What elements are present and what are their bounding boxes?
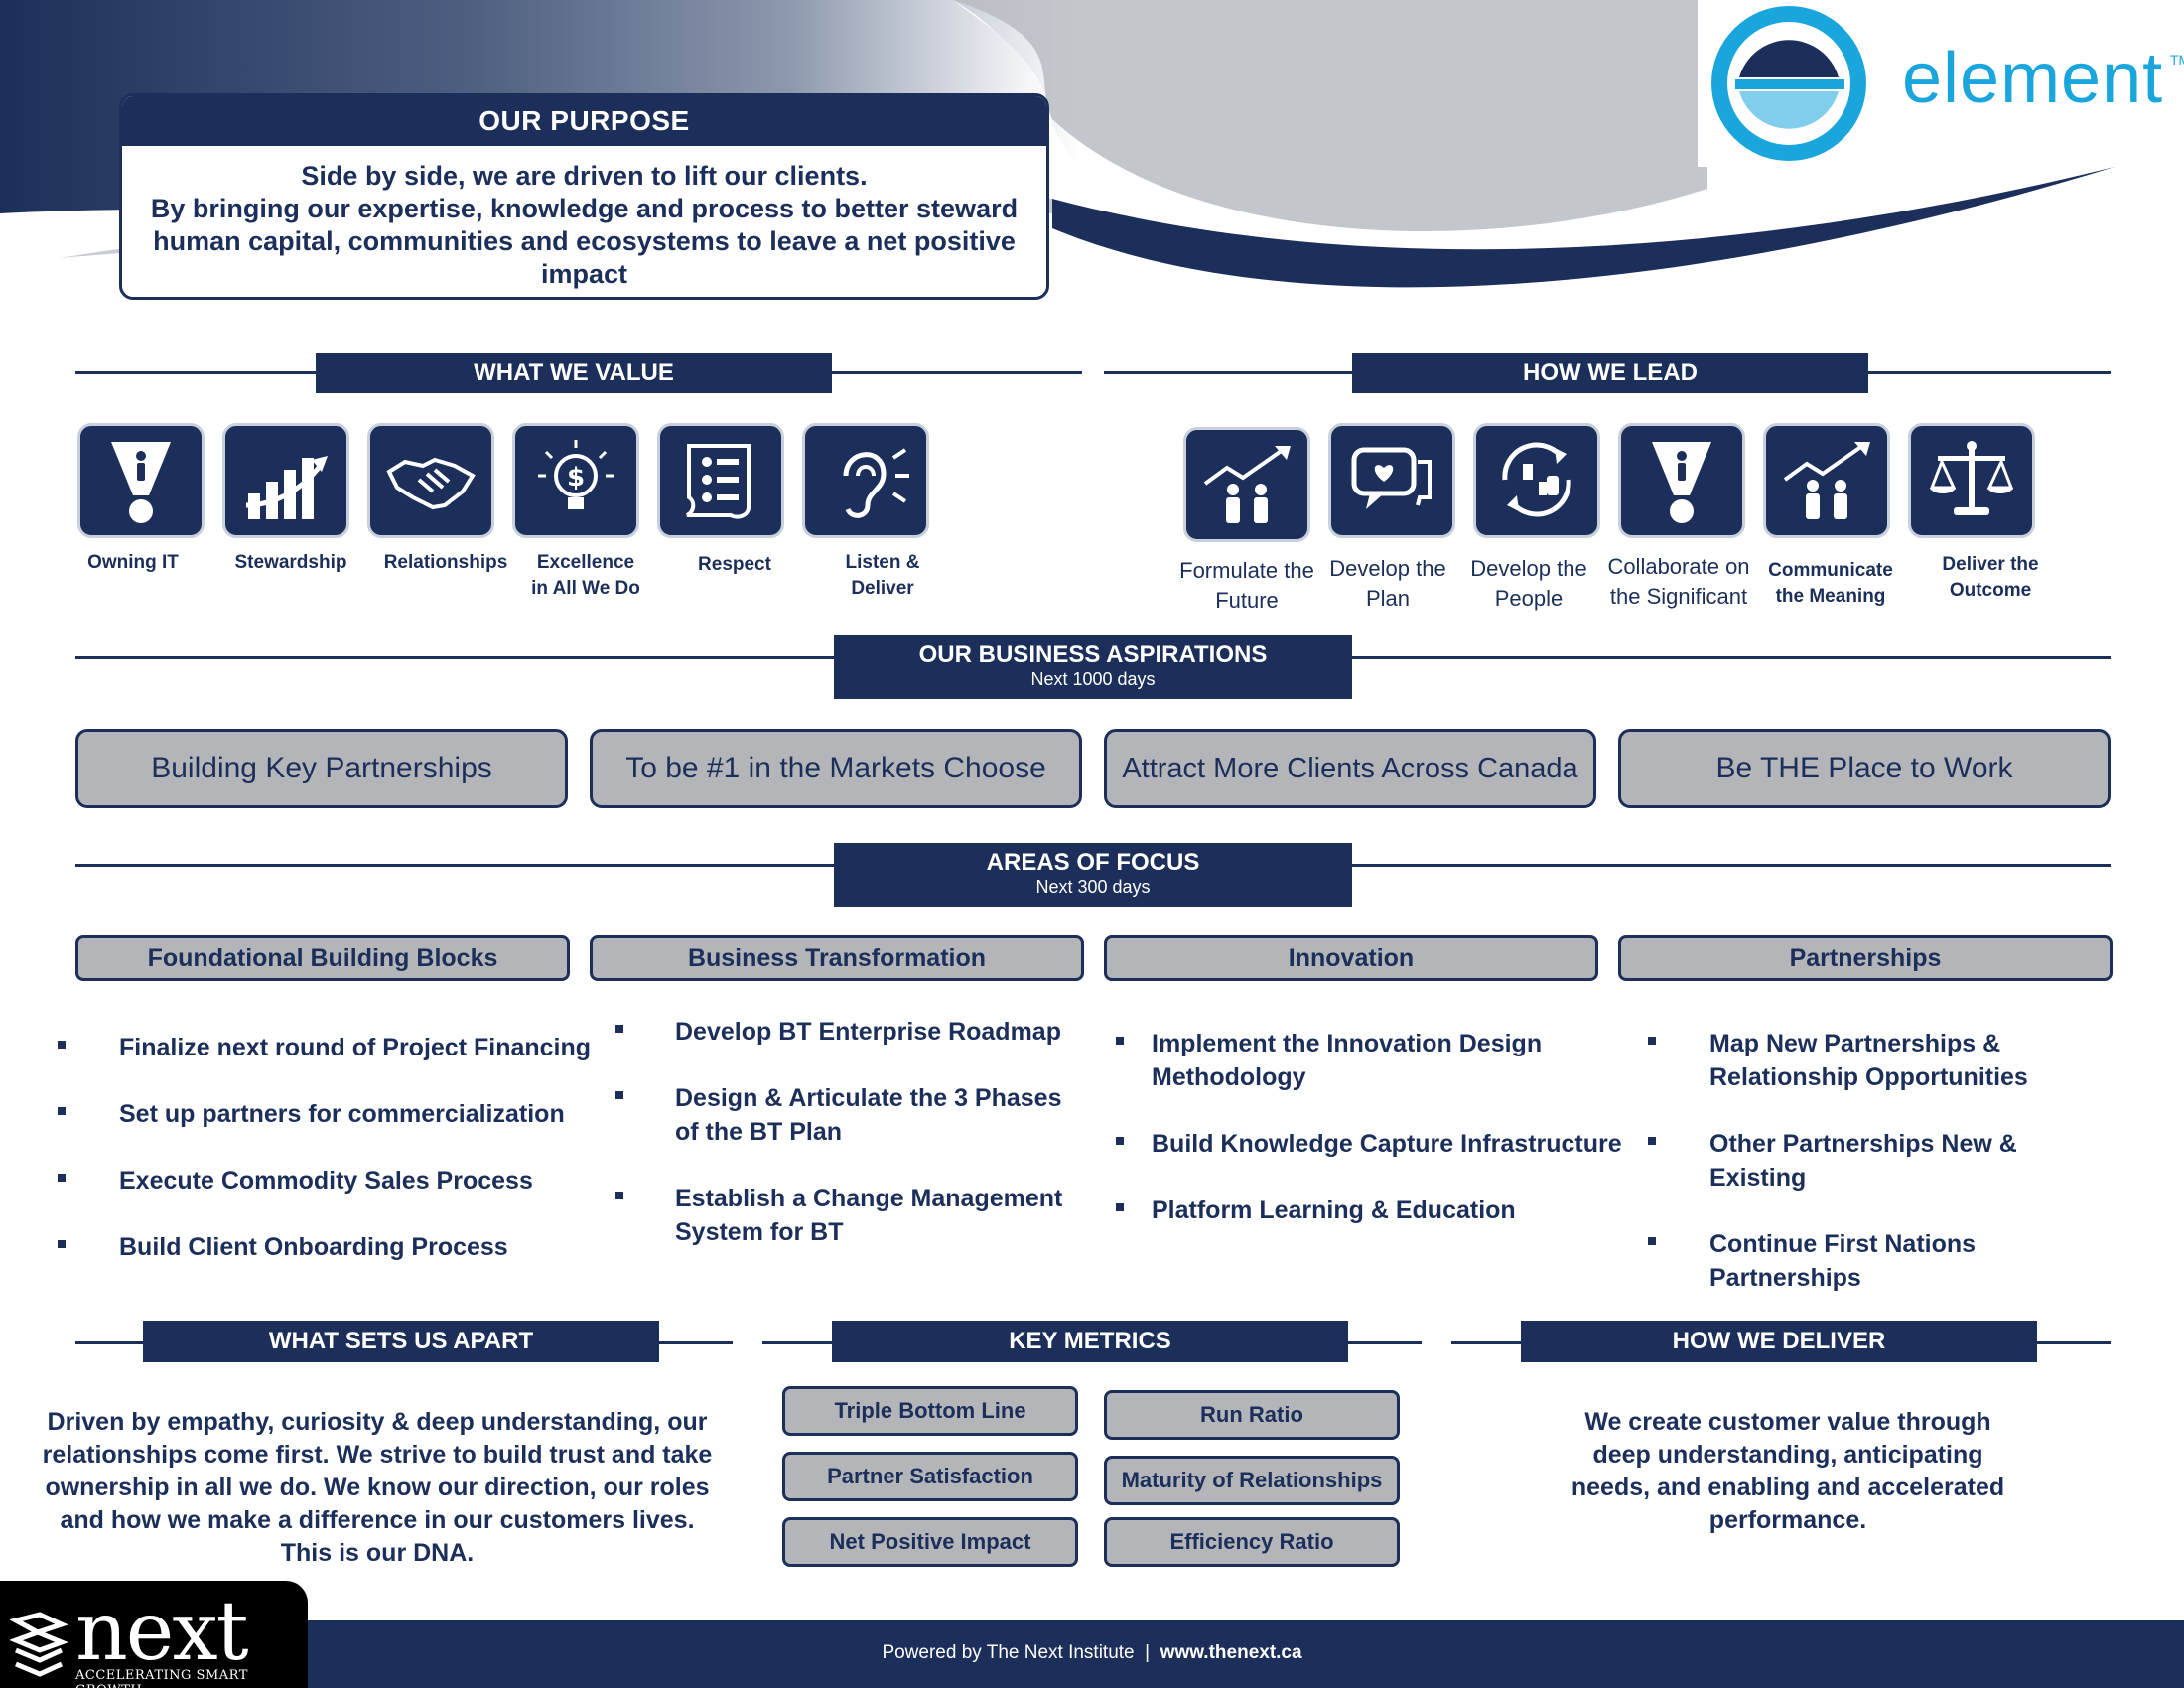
aspiration-attract-clients: Attract More Clients Across Canada: [1104, 729, 1596, 808]
purpose-text: Side by side, we are driven to lift our …: [122, 146, 1046, 291]
metric-net-positive-impact: Net Positive Impact: [782, 1517, 1078, 1567]
value-label-respect: Respect: [698, 554, 771, 575]
element-logo-tm: TM: [2170, 52, 2184, 68]
list-item: Set up partners for commercialization: [56, 1097, 592, 1131]
list-item: Build Knowledge Capture Infrastructure: [1114, 1127, 1630, 1161]
focus-list-innovation: Implement the Innovation Design Methodol…: [1114, 1027, 1630, 1260]
list-item: Platform Learning & Education: [1114, 1194, 1630, 1227]
lead-label-communicate: Communicate the Meaning: [1768, 560, 1893, 607]
focus-head-foundational: Foundational Building Blocks: [75, 935, 570, 981]
list-item: Implement the Innovation Design Methodol…: [1114, 1027, 1630, 1094]
list-item: Build Client Onboarding Process: [56, 1230, 592, 1264]
metrics-title: KEY METRICS: [832, 1321, 1348, 1362]
value-tile-listen-deliver: [802, 423, 929, 538]
focus-list-business-transformation: Develop BT Enterprise Roadmap Design & A…: [614, 1015, 1080, 1282]
deliver-text: We create customer value through deep un…: [1570, 1408, 2005, 1534]
purpose-title: OUR PURPOSE: [122, 96, 1046, 146]
list-item: Design & Articulate the 3 Phases of the …: [614, 1081, 1080, 1149]
people-trend-icon: [1203, 446, 1291, 523]
list-item: Establish a Change Management System for…: [614, 1182, 1080, 1249]
list-item: Map New Partnerships & Relationship Oppo…: [1646, 1027, 2113, 1094]
list-item: Continue First Nations Partnerships: [1646, 1227, 2113, 1295]
speech-heart-icon: [1351, 447, 1432, 509]
footer-text: Powered by The Next Institute | www.then…: [0, 1642, 2184, 1664]
aspirations-subtitle: Next 1000 days: [1030, 669, 1156, 689]
footer-url-link[interactable]: www.thenext.ca: [1160, 1642, 1302, 1663]
deliver-title: HOW WE DELIVER: [1521, 1321, 2037, 1362]
growth-chart-icon: [245, 456, 328, 519]
footer-powered: Powered by The Next Institute: [882, 1642, 1135, 1663]
scroll-list-icon: [685, 444, 751, 519]
aspiration-building-partnerships: Building Key Partnerships: [75, 729, 568, 808]
lead-tile-develop-plan: [1328, 423, 1455, 538]
purpose-line-1: Side by side, we are driven to lift our …: [301, 161, 868, 191]
lead-tile-develop-people: [1473, 423, 1600, 538]
value-tile-relationships: [367, 423, 494, 538]
lead-tile-formulate-future: [1183, 427, 1310, 542]
ear-icon: [843, 448, 909, 518]
element-logo-mark-icon: [1711, 6, 1866, 161]
focus-head-business-transformation: Business Transformation: [590, 935, 1084, 981]
aspirations-title: OUR BUSINESS ASPIRATIONS: [918, 641, 1268, 668]
people-trend-icon: [1783, 442, 1870, 519]
value-tile-owning-it: [77, 423, 205, 538]
values-title: WHAT WE VALUE: [316, 353, 832, 393]
value-label-excellence: Excellence in All We Do: [531, 552, 640, 599]
next-logo-mark-icon: [10, 1612, 68, 1677]
list-item: Other Partnerships New & Existing: [1646, 1127, 2113, 1195]
metric-maturity-relationships: Maturity of Relationships: [1104, 1456, 1400, 1505]
next-logo-tagline: ACCELERATING SMART GROWTH: [75, 1668, 248, 1688]
purpose-box: OUR PURPOSE Side by side, we are driven …: [119, 93, 1049, 300]
focus-subtitle: Next 300 days: [1035, 877, 1151, 897]
aspiration-number-one-markets: To be #1 in the Markets Choose: [590, 729, 1082, 808]
aspiration-place-to-work: Be THE Place to Work: [1618, 729, 2111, 808]
exclamation-person-icon: [111, 442, 171, 523]
list-item: Execute Commodity Sales Process: [56, 1164, 592, 1197]
element-logo: element TM: [1698, 0, 2184, 167]
lead-label-develop-plan: Develop the Plan: [1329, 556, 1446, 611]
next-logo-wordmark: next: [75, 1585, 249, 1679]
focus-head-partnerships: Partnerships: [1618, 935, 2113, 981]
focus-title-block: AREAS OF FOCUS Next 300 days: [834, 843, 1352, 907]
apart-text: Driven by empathy, curiosity & deep unde…: [42, 1408, 713, 1567]
handshake-icon: [386, 457, 476, 510]
value-label-listen-deliver: Listen & Deliver: [845, 552, 920, 599]
value-tile-excellence: $: [512, 423, 639, 538]
apart-title: WHAT SETS US APART: [143, 1321, 659, 1362]
metric-triple-bottom-line: Triple Bottom Line: [782, 1386, 1078, 1436]
aspirations-title-block: OUR BUSINESS ASPIRATIONS Next 1000 days: [834, 635, 1352, 699]
feedback-cycle-icon: [1502, 442, 1571, 517]
footer-bar: Powered by The Next Institute | www.then…: [0, 1620, 2184, 1688]
lead-tile-collaborate: [1618, 423, 1745, 538]
value-label-relationships: Relationships: [383, 552, 508, 573]
list-item: Develop BT Enterprise Roadmap: [614, 1015, 1080, 1049]
list-item: Finalize next round of Project Financing: [56, 1031, 592, 1064]
lead-label-formulate-future: Formulate the Future: [1179, 558, 1314, 613]
value-label-owning-it: Owning IT: [87, 552, 179, 573]
focus-title: AREAS OF FOCUS: [986, 849, 1200, 876]
metric-run-ratio: Run Ratio: [1104, 1390, 1400, 1440]
purpose-line-2: By bringing our expertise, knowledge and…: [150, 194, 1019, 289]
lead-tile-communicate: [1763, 423, 1890, 538]
lightbulb-dollar-icon: $: [538, 440, 614, 509]
value-label-stewardship: Stewardship: [234, 552, 347, 573]
lead-label-deliver-outcome: Deliver the Outcome: [1942, 554, 2039, 601]
metric-partner-satisfaction: Partner Satisfaction: [782, 1452, 1078, 1501]
value-tile-stewardship: [222, 423, 349, 538]
value-tile-respect: [657, 423, 784, 538]
svg-text:$: $: [567, 463, 585, 492]
metric-efficiency-ratio: Efficiency Ratio: [1104, 1517, 1400, 1567]
lead-title: HOW WE LEAD: [1352, 353, 1868, 393]
focus-list-partnerships: Map New Partnerships & Relationship Oppo…: [1646, 1027, 2113, 1328]
next-logo: next ACCELERATING SMART GROWTH: [0, 1581, 308, 1688]
element-logo-wordmark: element: [1902, 39, 2164, 118]
focus-head-innovation: Innovation: [1104, 935, 1598, 981]
lead-label-collaborate: Collaborate on the Significant: [1607, 554, 1750, 609]
exclamation-person-icon: [1652, 442, 1711, 523]
lead-label-develop-people: Develop the People: [1470, 556, 1587, 611]
scales-icon: [1929, 441, 2014, 515]
lead-tile-deliver-outcome: [1908, 423, 2035, 538]
footer-separator: |: [1145, 1642, 1151, 1663]
focus-list-foundational: Finalize next round of Project Financing…: [56, 1031, 592, 1297]
